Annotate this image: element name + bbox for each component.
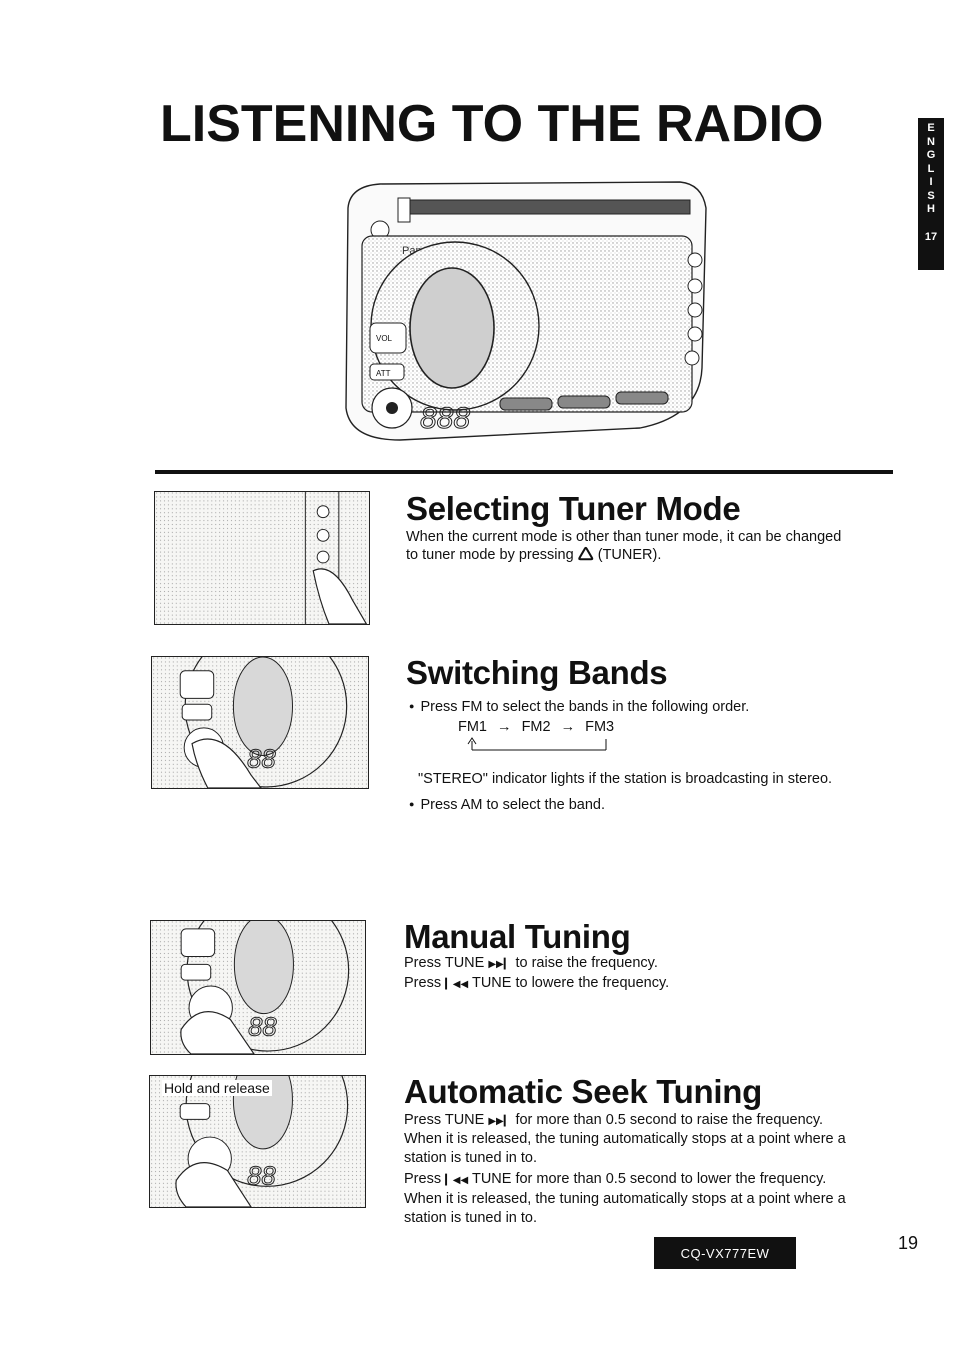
tune-button-figure: 88: [150, 920, 366, 1055]
selecting-line-2-pre: to tuner mode by pressing: [406, 547, 574, 563]
att-label: ATT: [376, 369, 391, 378]
arrow-right-icon: →: [560, 719, 576, 735]
vol-label: VOL: [376, 334, 393, 343]
skip-forward-icon: ▶▶▎: [488, 1116, 512, 1127]
device-illustration: Panasonic VOL ATT 888: [340, 178, 712, 444]
selecting-line-1: When the current mode is other than tune…: [406, 529, 842, 545]
seek-line-1-post: for more than 0.5 second to raise the fr…: [515, 1112, 824, 1128]
svg-text:88: 88: [247, 1162, 276, 1190]
fm1-label: FM1: [458, 719, 487, 735]
page-number: 19: [898, 1233, 919, 1253]
fm-band-order: FM1 → FM2 → FM3: [458, 718, 614, 737]
section-divider: [155, 470, 893, 474]
language-tab: E N G L I S H 17: [918, 118, 944, 270]
heading-switching-bands: Switching Bands: [406, 654, 668, 691]
lang-letter: I: [929, 176, 933, 188]
fm-am-button-figure: 88: [151, 656, 369, 789]
selecting-line-2: to tuner mode by pressing 🛆 (TUNER).: [406, 546, 661, 565]
hold-and-release-label: Hold and release: [162, 1080, 272, 1096]
fm2-label: FM2: [521, 719, 551, 735]
seek-line-2: When it is released, the tuning automati…: [404, 1131, 846, 1147]
model-badge: CQ-VX777EW: [654, 1237, 796, 1269]
manual-line-2-post: TUNE to lowere the frequency.: [471, 975, 670, 991]
stereo-note: "STEREO" indicator lights if the station…: [418, 771, 833, 787]
seek-line-1-pre: Press TUNE: [404, 1112, 485, 1128]
seek-line-4-post: TUNE for more than 0.5 second to lower t…: [471, 1171, 827, 1187]
svg-text:888: 888: [420, 402, 470, 435]
tuner-button-figure: [154, 491, 370, 625]
tab-page-number: 17: [924, 230, 938, 243]
seek-line-4: Press ▎◀◀ TUNE for more than 0.5 second …: [404, 1170, 826, 1190]
manual-line-2-pre: Press: [404, 975, 442, 991]
arrow-right-icon: →: [497, 719, 512, 735]
lang-letter: H: [927, 203, 935, 215]
seek-line-6: station is tuned in to.: [404, 1210, 537, 1226]
car-stereo-drawing: Panasonic VOL ATT 888: [345, 181, 707, 441]
skip-forward-icon: ▶▶▎: [488, 959, 512, 970]
seek-button-figure: 88: [149, 1075, 366, 1208]
page-title: LISTENING TO THE RADIO: [160, 95, 824, 153]
am-bullet: Press AM to select the band.: [409, 796, 605, 816]
manual-line-2: Press ▎◀◀ TUNE to lowere the frequency.: [404, 974, 669, 994]
skip-back-icon: ▎◀◀: [445, 1175, 469, 1186]
skip-back-icon: ▎◀◀: [445, 979, 469, 990]
fm3-label: FM3: [585, 719, 615, 735]
seek-line-1: Press TUNE ▶▶▎ for more than 0.5 second …: [404, 1111, 823, 1131]
antenna-icon: 🛆: [577, 546, 594, 563]
lang-letter: E: [927, 122, 935, 134]
seek-line-5: When it is released, the tuning automati…: [404, 1191, 846, 1207]
svg-text:88: 88: [248, 1013, 277, 1041]
heading-manual-tuning: Manual Tuning: [404, 918, 631, 955]
lang-letter: G: [926, 149, 936, 161]
seek-line-3: station is tuned in to.: [404, 1150, 537, 1166]
manual-line-1-post: to raise the frequency.: [515, 955, 658, 971]
heading-selecting-tuner-mode: Selecting Tuner Mode: [406, 490, 741, 527]
selecting-line-2-post: (TUNER).: [597, 547, 662, 563]
lang-letter: N: [927, 135, 935, 148]
svg-text:88: 88: [247, 745, 276, 773]
seek-line-4-pre: Press: [404, 1171, 442, 1187]
lang-letter: S: [927, 189, 935, 202]
manual-line-1-pre: Press TUNE: [404, 955, 485, 971]
fm-bullet: Press FM to select the bands in the foll…: [409, 698, 749, 718]
heading-automatic-seek-tuning: Automatic Seek Tuning: [404, 1073, 762, 1110]
lang-letter: L: [927, 162, 935, 175]
loop-back-arrow-icon: [467, 737, 607, 751]
manual-line-1: Press TUNE ▶▶▎ to raise the frequency.: [404, 954, 658, 974]
